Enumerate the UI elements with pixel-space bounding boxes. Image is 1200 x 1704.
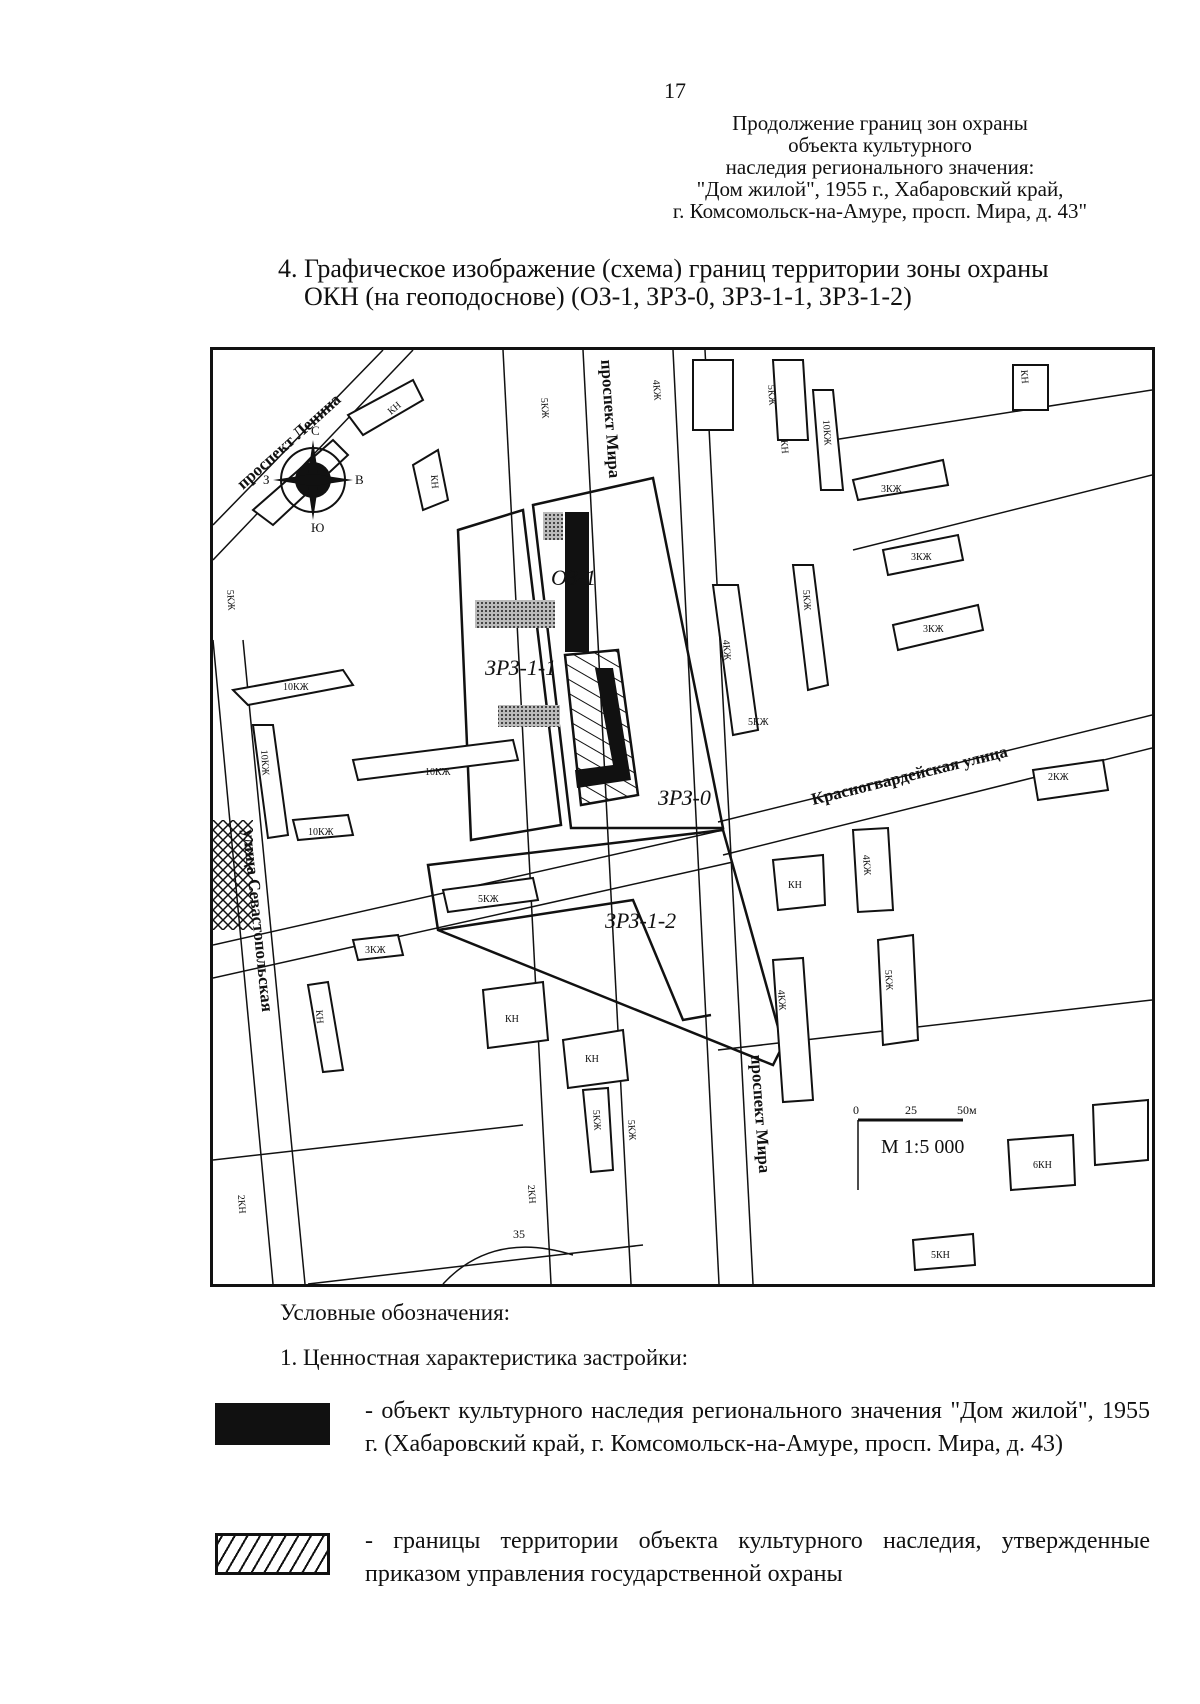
zone-label-zrz12: ЗРЗ-1-2 [605, 908, 676, 933]
zone-label-zrz0: ЗРЗ-0 [658, 785, 711, 810]
zone-map: С Ю З В проспект Ленина проспект Мира пр… [210, 347, 1155, 1287]
building-label: 10КЖ [258, 749, 271, 775]
street-krasnogvardeyskaya: Красногвардейская улица [809, 742, 1010, 809]
header-line: г. Комсомольск-на-Амуре, просп. Мира, д.… [672, 199, 1088, 223]
building-label: КН [505, 1014, 519, 1025]
building-label: 6КН [1033, 1160, 1052, 1171]
building-label: 4КЖ [720, 639, 732, 660]
building-label: 2КН [525, 1184, 537, 1204]
building-labels: КН 5КЖ 4КЖ 5КЖ 10КЖ КН 3КЖ 3КЖ 3КЖ 5КЖ 4… [224, 369, 1069, 1261]
building-label: 5КЖ [538, 397, 550, 418]
road-lines [213, 350, 1152, 1284]
building-label: 4КЖ [860, 854, 872, 875]
legend-title: Условные обозначения: [280, 1300, 511, 1325]
legend-text: - объект культурного наследия региональн… [365, 1398, 1150, 1457]
scale-label: М 1:5 000 [881, 1136, 964, 1158]
legend-text: - границы территории объекта культурного… [365, 1528, 1150, 1587]
building-outlines [230, 359, 1149, 1272]
building-label: 5КЖ [478, 894, 499, 905]
building-label: 5КЖ [625, 1119, 637, 1140]
compass-north: С [311, 423, 320, 438]
building-label: 10КЖ [820, 419, 833, 445]
header-line: Продолжение границ зон охраны [732, 111, 1028, 135]
scale-tick-0: 0 [853, 1103, 859, 1117]
building-label: КН [788, 880, 802, 891]
header-line: "Дом жилой", 1955 г., Хабаровский край, [696, 177, 1064, 201]
street-mira-top: проспект Мира [597, 359, 624, 479]
building-label: КН [585, 1054, 599, 1065]
scale-tick-50: 50м [957, 1103, 977, 1117]
building-label: 2КН [235, 1194, 247, 1214]
legend-swatch-solid [215, 1403, 330, 1445]
building-label: КН [313, 1009, 325, 1024]
zone-label-zrz11: ЗРЗ-1-1 [485, 655, 556, 680]
building-label: КН [1018, 369, 1030, 384]
compass-east: В [355, 472, 364, 487]
page-number: 17 [664, 78, 686, 103]
scale-tick-25: 25 [905, 1103, 917, 1117]
section-title: 4. Графическое изображение (схема) грани… [278, 255, 1158, 311]
heritage-building-north [565, 512, 589, 652]
compass-west: З [263, 472, 270, 487]
legend-subtitle: 1. Ценностная характеристика застройки: [280, 1345, 689, 1370]
building-label: 5КЖ [882, 969, 894, 990]
compass-south: Ю [311, 520, 324, 535]
building-label: 5КЖ [224, 589, 236, 610]
building-label: КН [778, 439, 790, 454]
building-label: 10КЖ [283, 682, 309, 693]
building-label: 5КН [931, 1250, 950, 1261]
building-label: 3КЖ [911, 552, 932, 563]
scale-bar: 0 25 50м М 1:5 000 [853, 1103, 977, 1190]
legend-swatch-hatch [215, 1533, 330, 1575]
heritage-building-south [575, 668, 631, 788]
building-label: 5КЖ [800, 589, 812, 610]
building-label: 2КЖ [1048, 772, 1069, 783]
header-line: объекта культурного [788, 133, 972, 157]
building-label: 5КЖ [590, 1109, 602, 1130]
building-label: 3КЖ [881, 484, 902, 495]
building-label: 4КЖ [650, 379, 662, 400]
section-title-line2: ОКН (на геоподоснове) (ОЗ-1, ЗРЗ-0, ЗРЗ-… [304, 282, 912, 311]
building-label: 3КЖ [365, 945, 386, 956]
section-title-line1: 4. Графическое изображение (схема) грани… [278, 254, 1049, 283]
building-label: 10КЖ [425, 767, 451, 778]
compass-rose: С Ю З В [263, 423, 364, 535]
building-label: 10КЖ [308, 827, 334, 838]
zone-label-oz1: ОЗ-1 [551, 565, 596, 590]
building-label: 4КЖ [775, 989, 787, 1010]
building-label: 3КЖ [923, 624, 944, 635]
building-label: 5КЖ [765, 384, 777, 405]
document-header: Продолжение границ зон охраны объекта ку… [600, 112, 1160, 222]
building-label: 5КЖ [748, 717, 769, 728]
contour-label: 35 [513, 1227, 525, 1241]
header-line: наследия регионального значения: [725, 155, 1035, 179]
street-mira-bottom: проспект Мира [747, 1054, 774, 1174]
building-label: КН [428, 474, 440, 489]
map-svg: С Ю З В проспект Ленина проспект Мира пр… [213, 350, 1152, 1284]
